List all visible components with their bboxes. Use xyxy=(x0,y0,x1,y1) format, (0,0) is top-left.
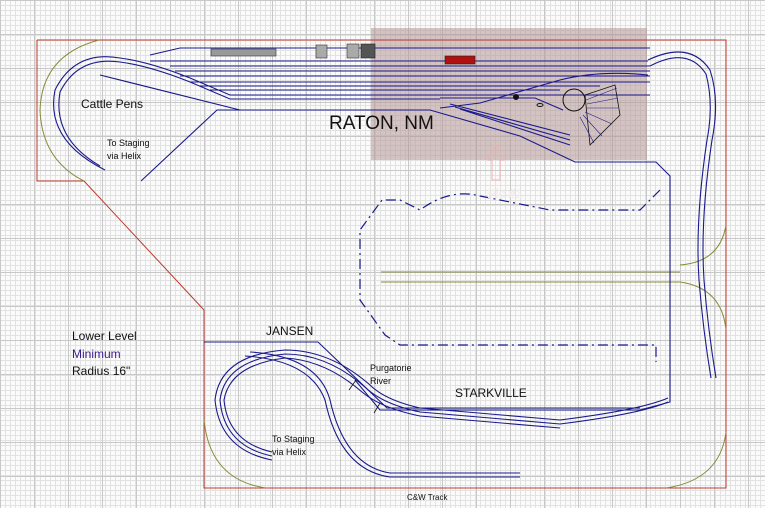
starkville-label: STARKVILLE xyxy=(455,386,527,400)
river-label-1: Purgatorie xyxy=(370,363,412,373)
staging-label-top-2: via Helix xyxy=(107,151,142,161)
building-icon xyxy=(315,44,328,59)
building-icon xyxy=(346,43,360,59)
legend-line-3: Radius 16" xyxy=(72,364,130,378)
jansen-label: JANSEN xyxy=(266,324,313,338)
turntable xyxy=(562,88,586,112)
legend-line-2: Minimum xyxy=(72,347,121,361)
river-label-2: River xyxy=(370,376,391,386)
camera-arrow-icon xyxy=(487,143,505,181)
staging-label-top-1: To Staging xyxy=(107,138,150,148)
locomotive-icon xyxy=(444,55,476,65)
upper-level-outline xyxy=(359,189,661,362)
staging-label-bottom-1: To Staging xyxy=(272,434,315,444)
cattle-pens-label: Cattle Pens xyxy=(81,97,143,111)
signal-icon xyxy=(513,94,519,100)
pic-label: Pic #1 xyxy=(487,186,523,201)
station-building xyxy=(210,48,277,57)
roundhouse xyxy=(584,84,621,146)
town-label: RATON, NM xyxy=(329,113,434,134)
aisle-curves xyxy=(39,39,727,489)
staging-label-bottom-2: via Helix xyxy=(272,447,307,457)
building-icon xyxy=(360,43,376,59)
raton-yard-tracks xyxy=(53,43,717,411)
legend-line-1: Lower Level xyxy=(72,329,137,343)
lower-level-tracks xyxy=(204,341,669,478)
cw-track-label: C&W Track xyxy=(407,493,448,502)
